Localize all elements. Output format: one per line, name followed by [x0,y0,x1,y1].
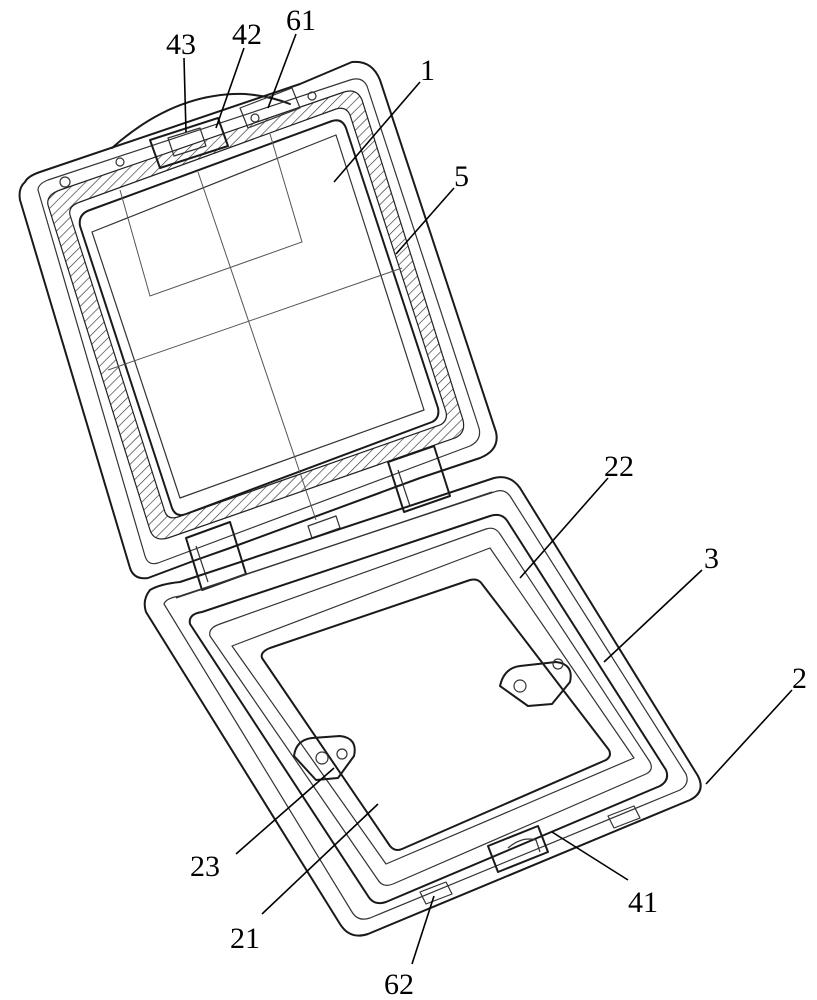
label-62: 62 [384,968,414,1000]
recessed-floor [262,580,610,851]
label-2: 2 [792,662,807,695]
screw [60,177,70,187]
label-22: 22 [604,450,634,483]
lid-grid-box [120,134,302,296]
base [145,477,701,936]
label-43: 43 [166,28,196,61]
leader-3 [604,570,702,662]
label-61: 61 [286,4,316,37]
label-5: 5 [454,160,469,193]
lid-grid-vertical [198,172,316,520]
leader-22 [520,478,608,578]
hinge-left [186,522,246,590]
leader-43 [184,58,186,132]
label-41: 41 [628,886,658,919]
frame-outer [190,515,667,903]
leader-62 [412,896,434,964]
label-1: 1 [420,54,435,87]
leader-2 [706,690,792,784]
label-21: 21 [230,922,260,955]
label-23: 23 [190,850,220,883]
base-shell-outer [145,477,701,936]
frame-inner [210,528,652,885]
screw [251,114,259,122]
leader-61 [268,34,296,108]
mount-hole-left [316,752,328,764]
leader-41 [552,832,628,880]
label-3: 3 [704,542,719,575]
lid-grid-horizontal [108,268,402,370]
leader-21 [262,804,378,914]
mount-hole-right [514,680,526,692]
label-42: 42 [232,18,262,51]
mount-hole-left-2 [337,749,347,759]
bottom-clip-right [608,806,640,828]
leader-5 [396,188,454,254]
screw [116,158,124,166]
inner-ledge [232,548,634,864]
